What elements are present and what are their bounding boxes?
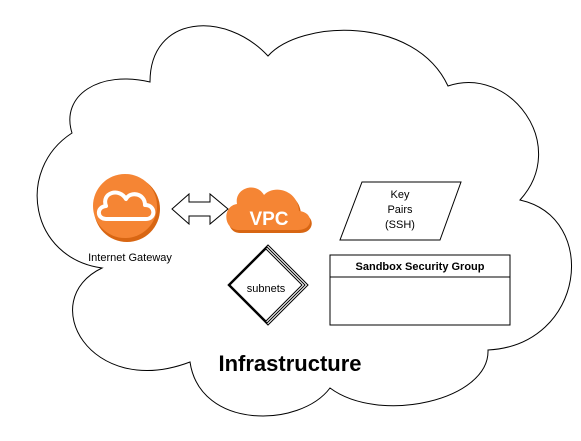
key-pairs-line3: (SSH) — [385, 219, 415, 231]
subnets-label: subnets — [247, 283, 286, 295]
subnets-shape — [227, 244, 309, 326]
security-group-box — [329, 254, 511, 326]
key-pairs-line1: Key — [391, 189, 410, 201]
diagram-title: Infrastructure — [218, 351, 361, 376]
cloud-vpc-icon — [226, 187, 311, 230]
internet-gateway-icon — [93, 174, 160, 242]
security-group-title: Sandbox Security Group — [356, 261, 485, 273]
internet-gateway-label: Internet Gateway — [88, 252, 172, 264]
double-arrow-icon — [171, 192, 229, 226]
cloud-in-circle-icon — [96, 190, 156, 221]
vpc-icon — [226, 187, 312, 233]
key-pairs-shape — [339, 181, 462, 241]
vpc-label: VPC — [249, 209, 288, 230]
key-pairs-line2: Pairs — [387, 204, 413, 216]
